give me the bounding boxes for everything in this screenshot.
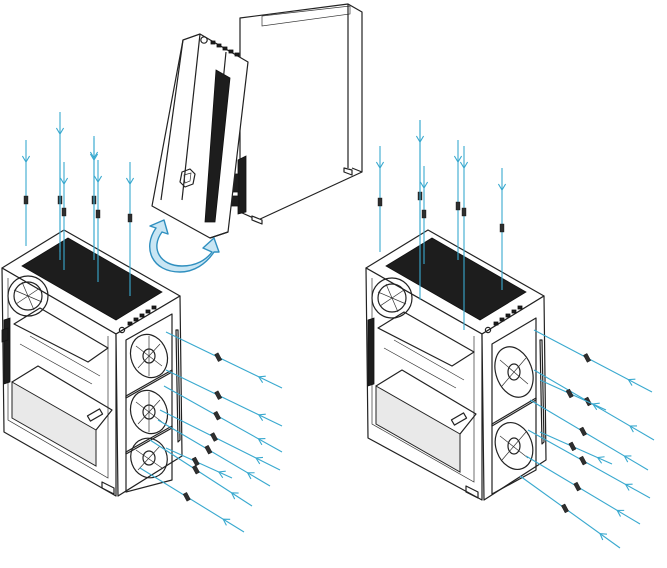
arrow-down-icon xyxy=(497,183,507,192)
screw-icon xyxy=(455,201,461,211)
right-case-figure xyxy=(365,229,547,501)
front-panel xyxy=(151,33,249,239)
arrow-down-icon xyxy=(624,483,633,491)
arrow-down-icon xyxy=(257,413,266,421)
right-front-fans xyxy=(491,317,537,495)
screw-icon xyxy=(461,207,467,217)
arrow-down-icon xyxy=(59,177,69,186)
guide-line xyxy=(159,409,281,471)
arrow-down-icon xyxy=(629,425,638,433)
arrow-down-icon xyxy=(375,161,385,170)
left-front-fans xyxy=(125,313,173,493)
guide-line xyxy=(157,419,271,487)
arrow-down-icon xyxy=(125,177,135,186)
fan-icon xyxy=(491,397,537,495)
screw-icon xyxy=(191,456,200,467)
front-panel-removal-figure xyxy=(149,3,363,273)
guide-line xyxy=(149,439,253,507)
screw-icon xyxy=(213,410,222,421)
guide-line xyxy=(527,429,651,499)
arrow-down-icon xyxy=(89,151,99,160)
arrow-down-icon xyxy=(230,492,239,500)
arrow-down-icon xyxy=(257,375,266,383)
right-case-front xyxy=(481,295,547,501)
screw-icon xyxy=(127,213,133,223)
fan-icon xyxy=(125,425,173,493)
screw-icon xyxy=(182,492,191,502)
front-io-buttons xyxy=(200,36,240,57)
arrow-down-icon xyxy=(616,509,625,517)
screw-icon xyxy=(61,207,67,217)
arrow-down-icon xyxy=(55,127,65,136)
arrow-down-icon xyxy=(453,155,463,164)
arrow-down-icon xyxy=(93,175,103,184)
screw-icon xyxy=(579,426,588,437)
guide-line xyxy=(165,369,283,427)
left-case-io xyxy=(118,305,157,334)
screw-icon xyxy=(210,432,218,442)
left-case-figure xyxy=(1,229,183,497)
guide-line xyxy=(525,455,641,525)
arrow-down-icon xyxy=(217,470,226,479)
installation-guides xyxy=(21,112,655,549)
right-case-io xyxy=(484,305,523,334)
guide-line xyxy=(165,447,233,479)
screw-icon xyxy=(573,481,582,492)
arrow-down-icon xyxy=(257,438,266,446)
arrow-down-icon xyxy=(21,155,31,164)
arrow-down-icon xyxy=(246,472,255,480)
screw-icon xyxy=(377,197,383,207)
screw-icon xyxy=(214,390,223,400)
screw-icon xyxy=(561,503,569,514)
arrow-down-icon xyxy=(591,402,600,411)
screw-icon xyxy=(23,195,29,205)
brand-logo xyxy=(179,168,196,188)
arrow-down-icon xyxy=(599,532,608,541)
screw-icon xyxy=(578,455,587,466)
arrow-down-icon xyxy=(623,455,632,463)
guide-line xyxy=(165,331,283,389)
screw-icon xyxy=(214,352,223,362)
screw-icon xyxy=(583,353,592,363)
screw-icon xyxy=(499,223,505,233)
guide-line xyxy=(533,329,653,393)
guide-line xyxy=(539,379,607,411)
arrow-down-icon xyxy=(627,378,636,386)
case-body-upper xyxy=(228,3,363,225)
arrow-down-icon xyxy=(222,518,231,526)
guide-line xyxy=(519,475,621,549)
guide-line xyxy=(539,431,613,465)
screw-icon xyxy=(95,209,101,219)
right-top-mesh xyxy=(385,237,527,321)
screw-icon xyxy=(191,464,200,475)
arrow-down-icon xyxy=(419,181,429,190)
left-top-mesh xyxy=(21,237,163,321)
screw-icon xyxy=(565,388,574,399)
arrow-down-icon xyxy=(255,456,264,465)
arrow-down-icon xyxy=(459,161,469,170)
arrow-down-icon xyxy=(596,456,605,464)
screw-icon xyxy=(204,444,213,455)
screw-icon xyxy=(568,441,577,452)
screw-icon xyxy=(421,209,427,219)
guide-line xyxy=(139,467,245,533)
guide-line xyxy=(163,385,283,453)
rotate-arrow-icon xyxy=(149,219,220,273)
guide-line xyxy=(529,399,649,471)
